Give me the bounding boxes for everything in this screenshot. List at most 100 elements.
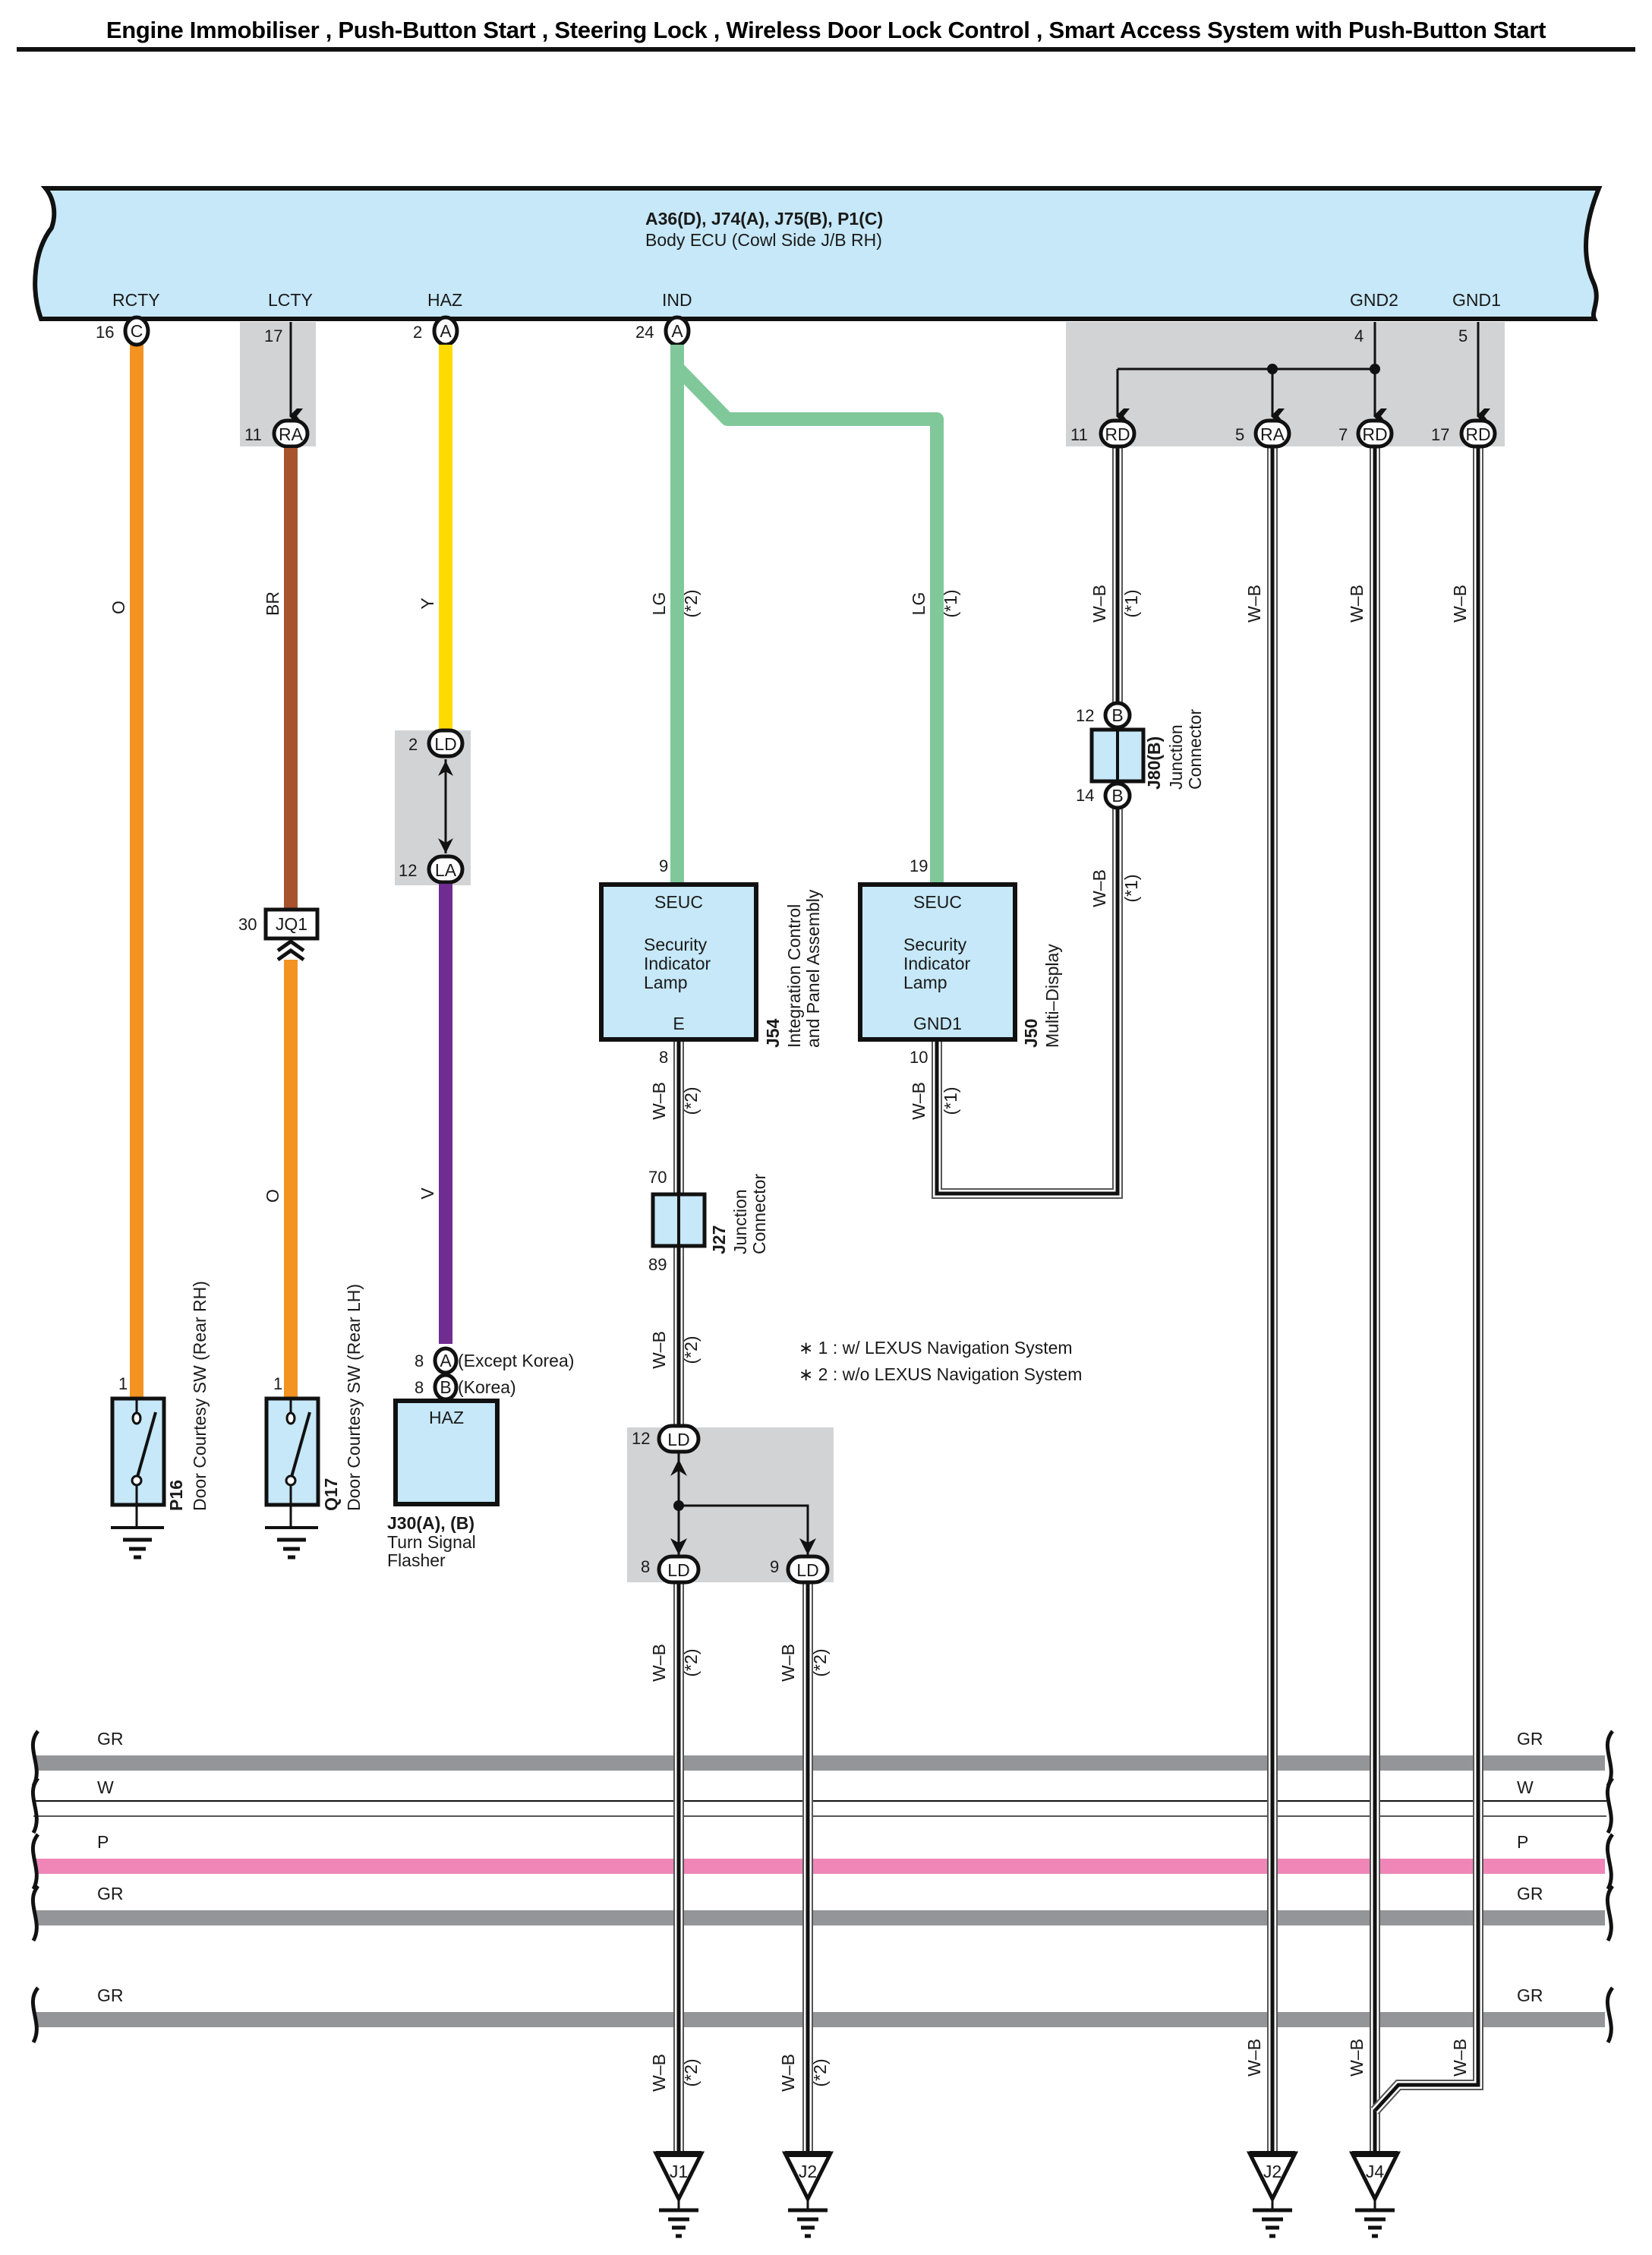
svg-text:89: 89 [648,1255,667,1274]
wire-color-label: Y [418,598,437,609]
bus-label-left: GR [97,1729,124,1749]
svg-text:70: 70 [648,1168,667,1187]
svg-text:RD: RD [1465,424,1490,444]
connector-jq1: 30 JQ1 [238,907,320,962]
svg-text:(*2): (*2) [810,1648,830,1676]
connector-ld-9: 9 LD [770,1554,830,1585]
junction-connector-j27[interactable]: 70 89 J27 Junction Connector [648,1168,769,1274]
wire-haz-y[interactable]: Y [418,345,452,730]
svg-text:W–B: W–B [778,1644,798,1682]
svg-text:Indicator: Indicator [644,954,711,973]
svg-text:A: A [440,321,452,341]
connector-gnd-17-rd: 17 RD [1431,418,1497,449]
component-j30[interactable]: 8 A (Except Korea) 8 B (Korea) HAZ J30(A… [387,1346,574,1570]
svg-text:W–B: W–B [1244,2039,1264,2077]
wire-color-label: BR [263,591,282,616]
bus-wire-gr[interactable]: GR GR [30,1985,1615,2044]
wire-break-icon [1605,1986,1615,2044]
svg-text:(Korea): (Korea) [458,1377,516,1397]
component-q17[interactable]: 1 Q17 Door Courtesy SW (Rear LH) [264,1284,364,1560]
svg-text:GND1: GND1 [913,1014,962,1033]
svg-text:E: E [673,1014,684,1033]
wire-ind-lg-right[interactable]: LG (*1) [672,362,960,884]
svg-text:B: B [1111,705,1123,725]
wire-break-icon [1605,1833,1615,1891]
svg-text:30: 30 [238,915,257,934]
bus-label-left: GR [97,1985,124,2005]
wire-break-icon [1605,1884,1615,1942]
wire-haz-v[interactable]: V [418,884,452,1344]
svg-text:2: 2 [413,323,422,342]
svg-text:Junction: Junction [730,1189,750,1254]
ground-label: J2 [799,2162,817,2181]
wire-break-icon [30,1777,40,1834]
svg-text:19: 19 [910,856,928,875]
svg-text:12: 12 [632,1429,650,1448]
connector-ind: 24 A [635,315,691,347]
wire-rcty[interactable]: O [109,340,143,1397]
svg-text:J27: J27 [709,1225,729,1254]
svg-text:1: 1 [273,1374,282,1393]
wire-color-label: LG [909,592,928,616]
svg-text:2: 2 [408,735,418,754]
junction-connector-j80[interactable]: 12 B 14 B J80(B) Junction Connector [1076,701,1205,810]
terminal-ind: IND [662,290,692,310]
wire-color-label: V [418,1187,437,1200]
svg-text:Door Courtesy SW (Rear RH): Door Courtesy SW (Rear RH) [190,1281,210,1511]
svg-text:Turn Signal: Turn Signal [387,1532,476,1552]
svg-text:11: 11 [1070,425,1088,444]
svg-text:W–B: W–B [649,1331,669,1369]
bus-label-right: GR [1517,1985,1543,2005]
component-p16[interactable]: 1 P16 Door Courtesy SW (Rear RH) [110,1281,210,1560]
svg-text:HAZ: HAZ [429,1408,464,1427]
svg-text:W–B: W–B [1089,869,1109,907]
ground-label: J2 [1263,2162,1282,2181]
svg-text:LD: LD [667,1430,689,1449]
svg-text:LD: LD [667,1560,689,1580]
ground-icon [1355,2208,1395,2238]
bus-label-right: W [1517,1777,1534,1797]
connector-haz-la: 12 LA [399,854,465,885]
wire-note: (*2) [681,589,701,617]
body-ecu[interactable]: A36(D), J74(A), J75(B), P1(C) Body ECU (… [33,186,1603,321]
component-j54[interactable]: 9 SEUC Security Indicator Lamp E 8 J54 I… [599,856,823,1067]
wire-wb-gnd-rd17[interactable] [1370,448,1483,2115]
svg-text:Junction: Junction [1166,724,1186,790]
connector-gnd-5-ra: 5 RA [1235,418,1291,449]
ground-point-j2: J2 [1246,2151,1299,2238]
wb-labels: W–B (*1) W–B W–B W–B W–B (*1) W–B (*2) W… [649,585,1470,2092]
svg-text:11: 11 [244,425,262,444]
connector-lcty-ra: 11 RA [244,418,310,449]
ground-icon [111,1526,164,1560]
connector-rcty: 16 C [96,315,150,347]
svg-text:8: 8 [415,1378,424,1397]
svg-text:SEUC: SEUC [913,892,962,912]
wire-wb-j50-loop[interactable] [932,808,1123,1199]
svg-text:C: C [131,321,143,341]
svg-text:(*2): (*2) [681,1086,701,1115]
ground-label: J4 [1366,2162,1385,2181]
svg-text:W–B: W–B [1347,585,1367,623]
svg-text:(*2): (*2) [681,2058,701,2086]
component-j50[interactable]: 19 SEUC Security Indicator Lamp GND1 10 … [858,856,1062,1067]
wire-lcty-br[interactable]: BR [263,448,298,910]
svg-text:(*1): (*1) [1121,874,1141,902]
svg-text:(Except Korea): (Except Korea) [458,1351,574,1370]
terminal-rcty: RCTY [112,290,160,310]
wire-break-icon [30,1833,40,1891]
svg-text:17: 17 [264,326,282,345]
svg-text:JQ1: JQ1 [276,914,307,934]
svg-text:9: 9 [770,1557,779,1576]
wire-ind-lg-left[interactable]: LG (*2) [649,345,701,884]
svg-text:17: 17 [1431,425,1449,444]
svg-text:W–B: W–B [649,2054,669,2092]
connector-haz: 2 A [413,315,459,347]
wire-lcty-o[interactable]: O [263,960,298,1397]
svg-text:Security: Security [644,935,708,954]
